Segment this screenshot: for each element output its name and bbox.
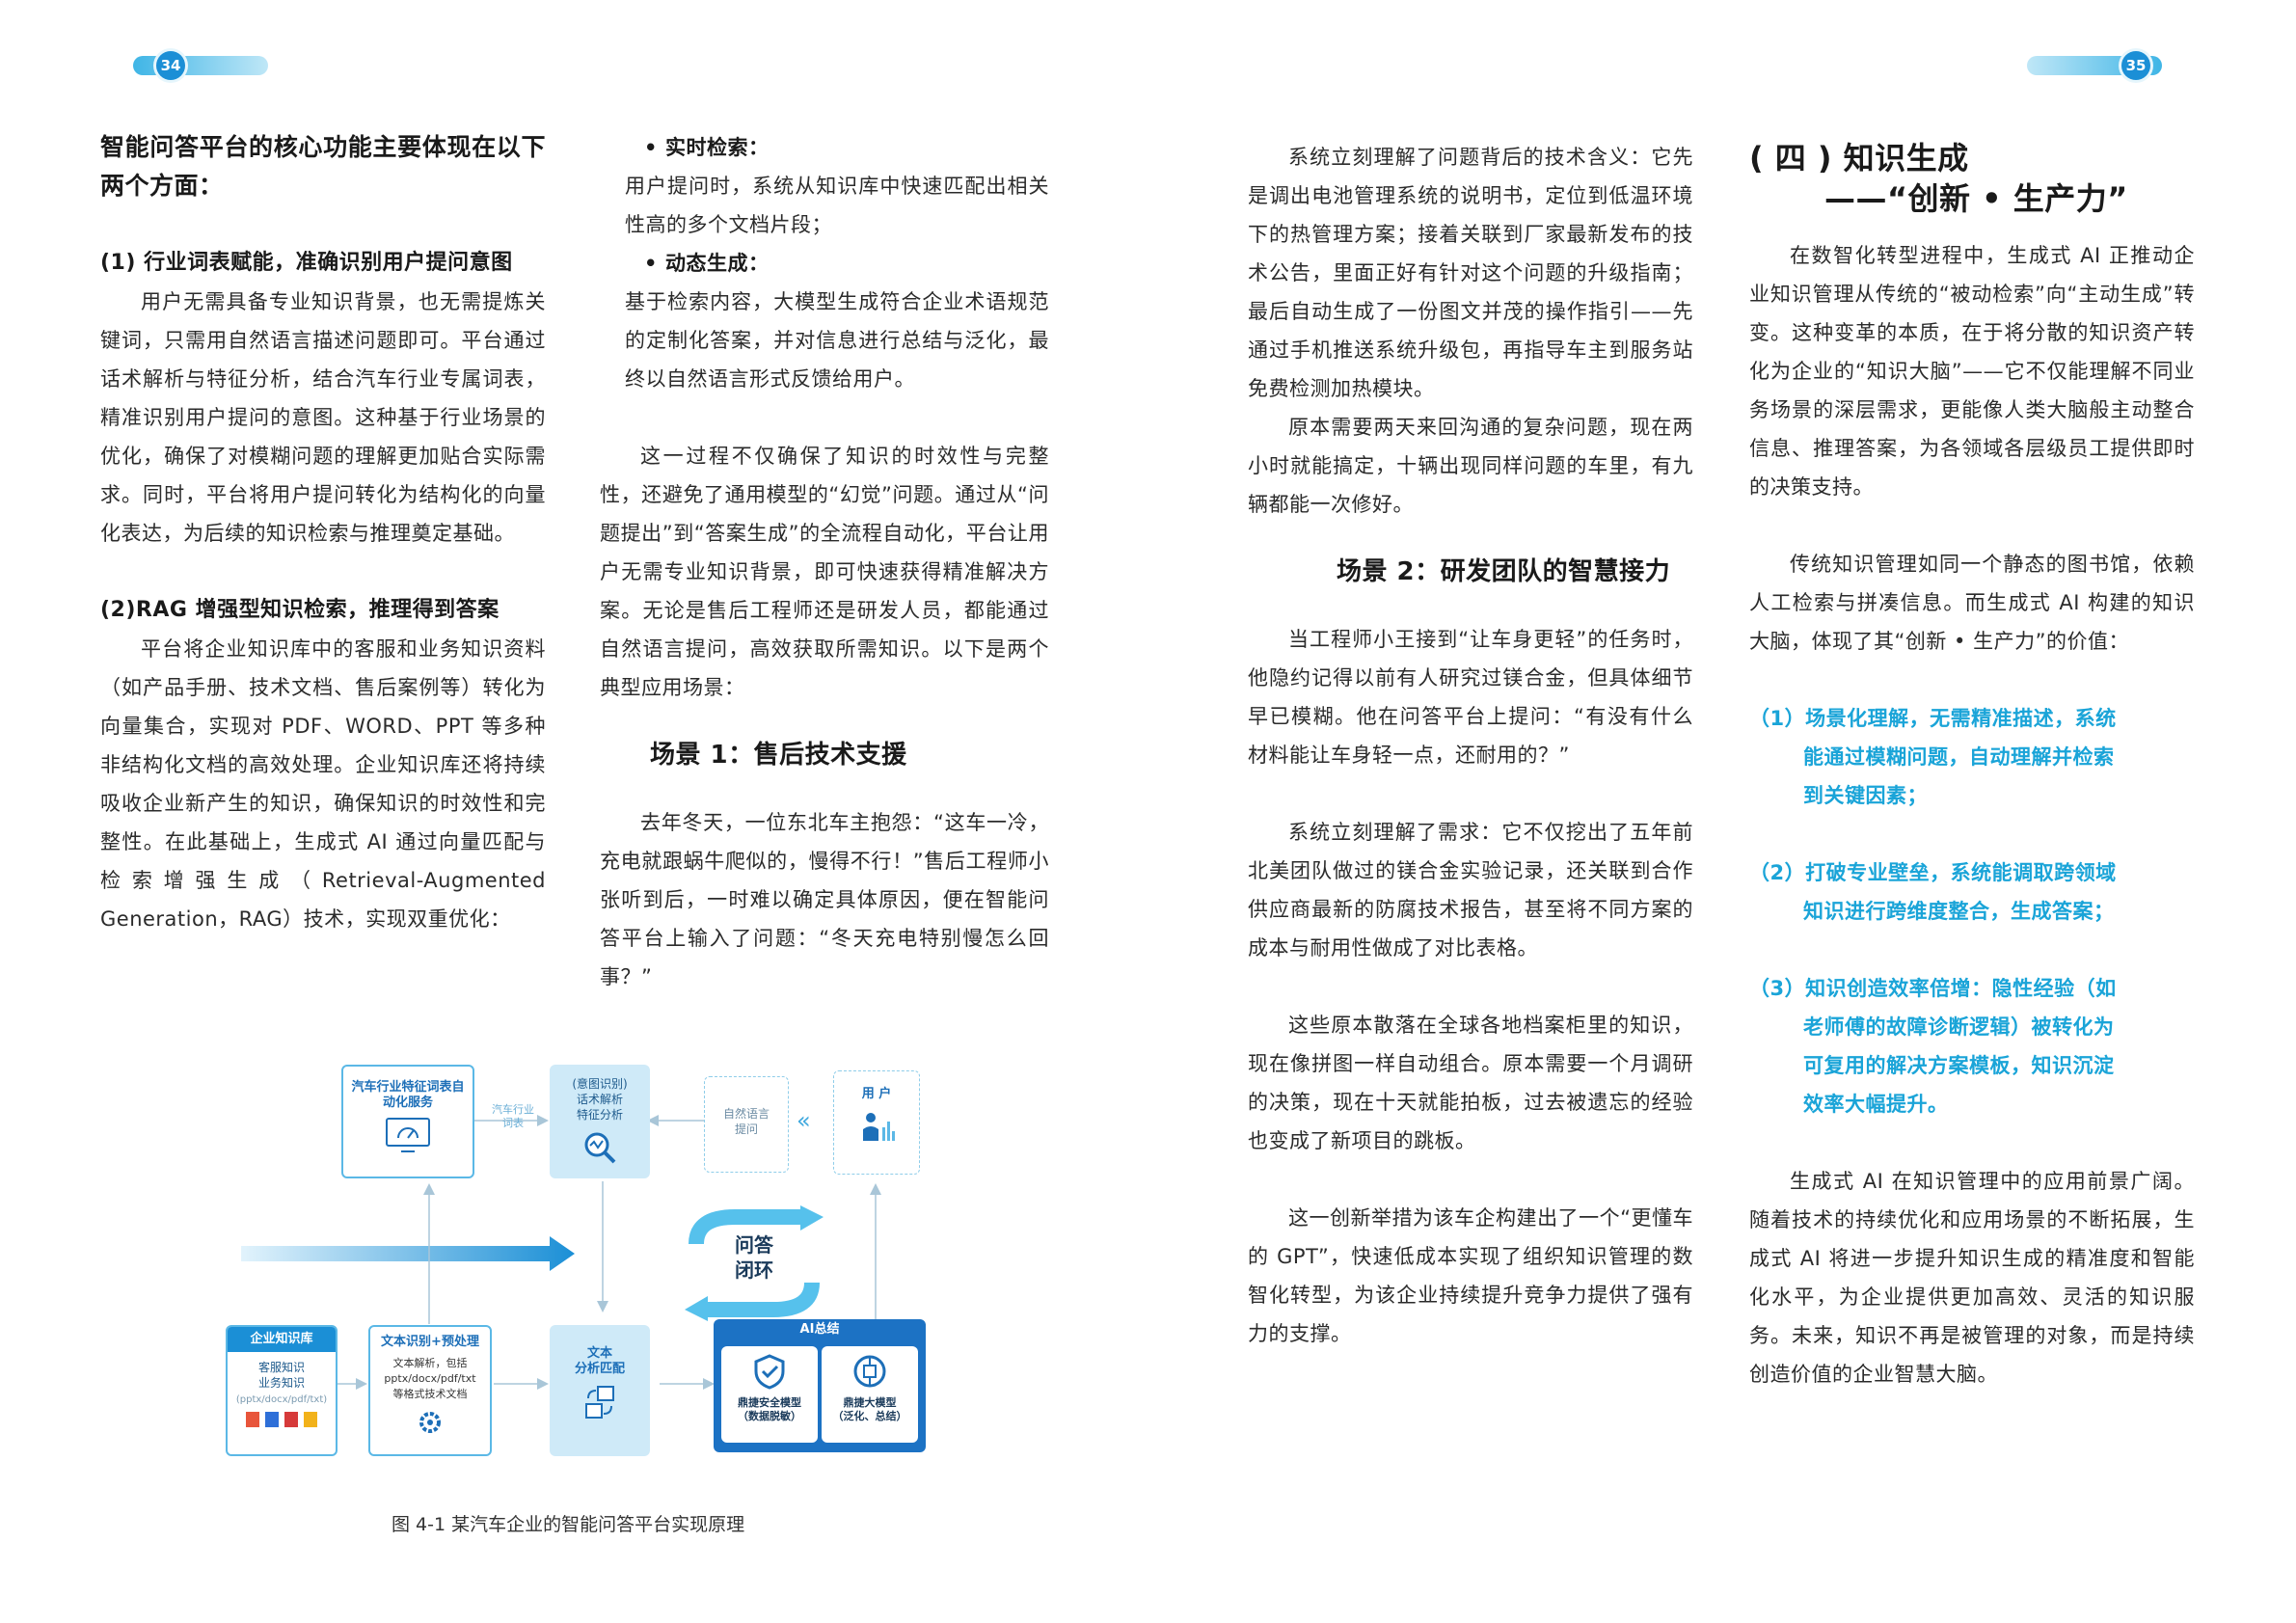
knowledge-generation-paragraph-1: 在数智化转型进程中，生成式 AI 正推动企业知识管理从传统的“被动检索”向“主动… <box>1749 244 2195 499</box>
text-match-box: 文本分析匹配 <box>550 1325 650 1456</box>
large-model-box: 鼎捷大模型（泛化、总结） <box>822 1346 918 1443</box>
page-number-tab <box>133 56 268 75</box>
bullet-dynamic-text: 基于检索内容，大模型生成符合企业术语规范的定制化答案，并对信息进行总结与泛化，最… <box>625 290 1049 391</box>
efficiency-paragraph: 原本需要两天来回沟通的复杂问题，现在两小时就能搞定，十辆出现同样问题的车里，有九… <box>1248 416 1693 516</box>
page-number: 34 <box>156 51 185 80</box>
brain-chip-icon <box>853 1355 886 1388</box>
scene-2-title: 场景 2：研发团队的智慧接力 <box>1337 557 1671 586</box>
bullet-realtime-title: 实时检索： <box>600 128 1049 167</box>
bullet-realtime-text: 用户提问时，系统从知识库中快速匹配出相关性高的多个文档片段； <box>625 175 1049 236</box>
highlight-point-1: （1）场景化理解，无需精准描述，系统 能通过模糊问题，自动理解并检索 到关键因素… <box>1749 707 2117 807</box>
loop-arrows-icon <box>685 1205 824 1321</box>
vocab-service-box: 汽车行业特征词表自动化服务 <box>341 1065 474 1178</box>
double-chevron-icon: « <box>797 1107 811 1134</box>
file-type-icons <box>228 1412 336 1431</box>
scene-2-paragraph-2: 系统立刻理解了需求：它不仅挖出了五年前北美团队做过的镁合金实验记录，还关联到合作… <box>1248 821 1693 960</box>
scene-1-title: 场景 1：售后技术支援 <box>650 741 907 770</box>
process-paragraph: 这一过程不仅确保了知识的时效性与完整性，还避免了通用模型的“幻觉”问题。通过从“… <box>600 445 1049 699</box>
section-2-paragraph: 平台将企业知识库中的客服和业务知识资料（如产品手册、技术文档、售后案例等）转化为… <box>100 637 546 931</box>
system-understanding-paragraph: 系统立刻理解了问题背后的技术含义：它先是调出电池管理系统的说明书，定位到低温环境… <box>1248 146 1693 400</box>
knowledge-generation-paragraph-2: 传统知识管理如同一个静态的图书馆，依赖人工检索与拼凑信息。而生成式 AI 构建的… <box>1749 553 2195 653</box>
diagram-connectors <box>241 1115 881 1390</box>
right-column-1: 系统立刻理解了问题背后的技术含义：它先是调出电池管理系统的说明书，定位到低温环境… <box>1248 138 1693 1353</box>
user-box: 用 户 <box>833 1070 920 1175</box>
left-column-2: 实时检索： 用户提问时，系统从知识库中快速匹配出相关性高的多个文档片段； 动态生… <box>600 128 1049 996</box>
document-sync-icon <box>585 1386 614 1419</box>
scene-2-paragraph-1: 当工程师小王接到“让车身更轻”的任务时，他隐约记得以前有人研究过镁合金，但具体细… <box>1248 628 1693 767</box>
section-4-title: ( 四 ) 知识生成 <box>1749 140 1969 176</box>
user-chart-icon <box>863 1113 895 1141</box>
scene-2-paragraph-3: 这些原本散落在全球各地档案柜里的知识，现在像拼图一样自动组合。原本需要一个月调研… <box>1248 1014 1693 1152</box>
flow-arrow-big <box>241 1236 575 1271</box>
knowledge-base-box: 企业知识库 客服知识业务知识(pptx/docx/pdf/txt) <box>226 1325 338 1456</box>
section-1-paragraph: 用户无需具备专业知识背景，也无需提炼关键词，只需用自然语言描述问题即可。平台通过… <box>100 290 546 545</box>
scene-1-paragraph: 去年冬天，一位东北车主抱怨：“这车一冷，充电就跟蜗牛爬似的，慢得不行！”售后工程… <box>600 811 1049 988</box>
right-page: 35 系统立刻理解了问题背后的技术含义：它先是调出电池管理系统的说明书，定位到低… <box>1148 0 2296 1623</box>
loop-label-line1: 问答 <box>735 1233 773 1257</box>
section-2-title: (2)RAG 增强型知识检索，推理得到答案 <box>100 598 500 622</box>
qa-platform-diagram: 汽车行业特征词表自动化服务 汽车行业词表 (意图识别)话术解析特征分析 自然语言… <box>222 1061 935 1466</box>
left-page: 34 智能问答平台的核心功能主要体现在以下两个方面： (1) 行业词表赋能，准确… <box>0 0 1148 1623</box>
monitor-gauge-icon <box>386 1118 430 1152</box>
docx-icon <box>265 1412 280 1427</box>
ai-summary-box: AI总结 鼎捷安全模型（数据脱敏） 鼎捷大模型（泛化、总结） <box>714 1319 926 1452</box>
bullet-dynamic-title: 动态生成： <box>600 244 1049 283</box>
left-column-1: 智能问答平台的核心功能主要体现在以下两个方面： (1) 行业词表赋能，准确识别用… <box>100 128 546 938</box>
pptx-icon <box>246 1412 260 1427</box>
vocab-label: 汽车行业词表 <box>492 1103 534 1129</box>
conclusion-paragraph: 这一创新举措为该车企构建出了一个“更懂车的 GPT”，快速低成本实现了组织知识管… <box>1248 1206 1693 1345</box>
highlight-point-3: （3）知识创造效率倍增：隐性经验（如 老师傅的故障诊断逻辑）被转化为 可复用的解… <box>1749 977 2117 1116</box>
magnifier-analysis-icon <box>584 1132 616 1164</box>
loop-label-line2: 闭环 <box>735 1258 773 1282</box>
shield-check-icon <box>754 1354 785 1390</box>
page-number: 35 <box>2121 51 2150 80</box>
intent-analysis-box: (意图识别)话术解析特征分析 <box>550 1065 650 1178</box>
highlight-point-2: （2）打破专业壁垒，系统能调取跨领域 知识进行跨维度整合，生成答案； <box>1749 861 2117 923</box>
folder-icon <box>303 1412 317 1427</box>
pdf-icon <box>284 1412 298 1427</box>
natural-language-box: 自然语言提问 <box>704 1076 789 1173</box>
security-model-box: 鼎捷安全模型（数据脱敏） <box>721 1346 818 1443</box>
gear-icon <box>419 1412 441 1433</box>
section-4-subtitle: ——“创新 • 生产力” <box>1824 180 2128 217</box>
future-outlook-paragraph: 生成式 AI 在知识管理中的应用前景广阔。随着技术的持续优化和应用场景的不断拓展… <box>1749 1170 2195 1386</box>
core-function-heading: 智能问答平台的核心功能主要体现在以下两个方面： <box>100 133 546 200</box>
section-1-title: (1) 行业词表赋能，准确识别用户提问意图 <box>100 251 513 275</box>
right-column-2: ( 四 ) 知识生成 ——“创新 • 生产力” 在数智化转型进程中，生成式 AI… <box>1749 138 2195 1393</box>
figure-caption: 图 4-1 某汽车企业的智能问答平台实现原理 <box>392 1514 745 1535</box>
qa-loop: 问答闭环 <box>667 1205 841 1321</box>
